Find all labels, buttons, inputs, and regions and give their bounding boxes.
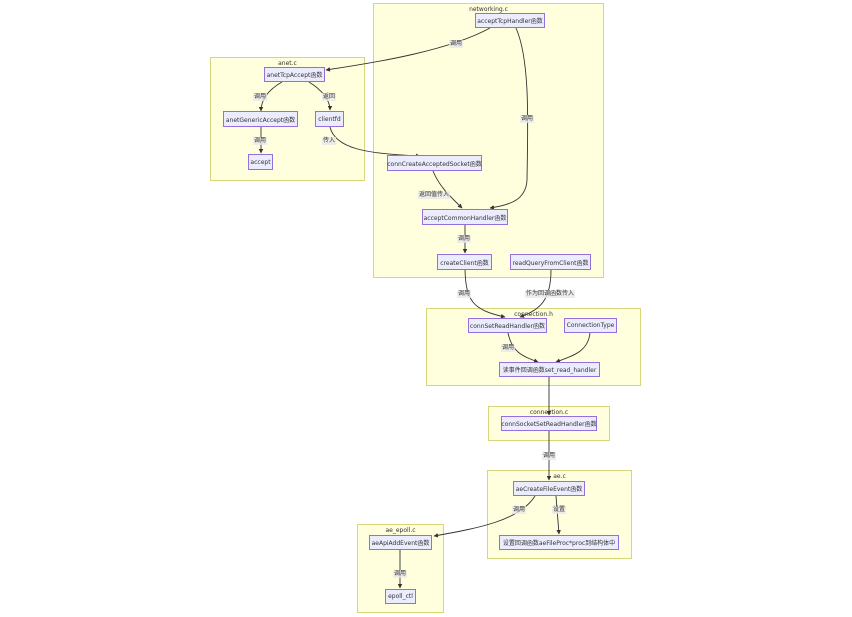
edge-label: 调用	[456, 290, 472, 298]
edge-label: 调用	[511, 506, 527, 514]
node-anettcpaccept[interactable]: anetTcpAccept函数	[264, 67, 325, 82]
edge-label: 调用	[456, 235, 472, 243]
edge-label: 传入	[321, 137, 337, 145]
node-acceptcommonhandler[interactable]: acceptCommonHandler函数	[422, 209, 508, 225]
cluster-title: networking.c	[469, 6, 508, 13]
edge-label: 调用	[541, 452, 557, 460]
edge-label: 返回	[321, 93, 337, 101]
node-set-callback[interactable]: 设置回调函数aeFileProc*proc到结构体中	[499, 535, 619, 550]
node-connsocketsetreadhandler[interactable]: connSocketSetReadHandler函数	[501, 416, 597, 431]
edge-label: 调用	[392, 570, 408, 578]
node-createclient[interactable]: createClient函数	[437, 254, 492, 270]
node-accepttcphandler[interactable]: acceptTcpHandler函数	[475, 13, 545, 28]
cluster-title: connection.h	[514, 311, 553, 318]
edge-label: 调用	[519, 115, 535, 123]
node-epoll-ctl[interactable]: epoll_ctl	[385, 589, 416, 604]
edge-label: 调用	[252, 93, 268, 101]
edge-label: 调用	[252, 137, 268, 145]
cluster-networking-c: networking.c	[373, 3, 604, 278]
node-anetgenericaccept[interactable]: anetGenericAccept函数	[223, 111, 298, 127]
node-conncreateacceptedsocket[interactable]: connCreateAcceptedSocket函数	[387, 155, 482, 171]
node-clientfd[interactable]: clientfd	[315, 111, 344, 127]
cluster-title: connection.c	[529, 409, 569, 416]
node-connsetreadhandler[interactable]: connSetReadHandler函数	[468, 318, 547, 333]
node-connectiontype[interactable]: ConnectionType	[564, 318, 617, 333]
node-accept[interactable]: accept	[248, 154, 273, 170]
cluster-title: anet.c	[278, 60, 297, 67]
cluster-title: ae.c	[553, 473, 566, 480]
edge-label: 设置	[551, 506, 567, 514]
edge-label: 调用	[448, 40, 464, 48]
node-aecreatefileevent[interactable]: aeCreateFileEvent函数	[513, 481, 585, 496]
edge-label: 调用	[500, 344, 516, 352]
cluster-title: ae_epoll.c	[385, 527, 416, 534]
edge-label: 返回值传入	[417, 191, 451, 199]
node-readqueryfromclient[interactable]: readQueryFromClient函数	[510, 254, 591, 270]
node-aeapiaddevent[interactable]: aeApiAddEvent函数	[369, 535, 432, 550]
node-set-read-handler[interactable]: 读事件回调函数set_read_handler	[499, 362, 600, 377]
edge-label: 作为回调函数传入	[524, 290, 576, 298]
